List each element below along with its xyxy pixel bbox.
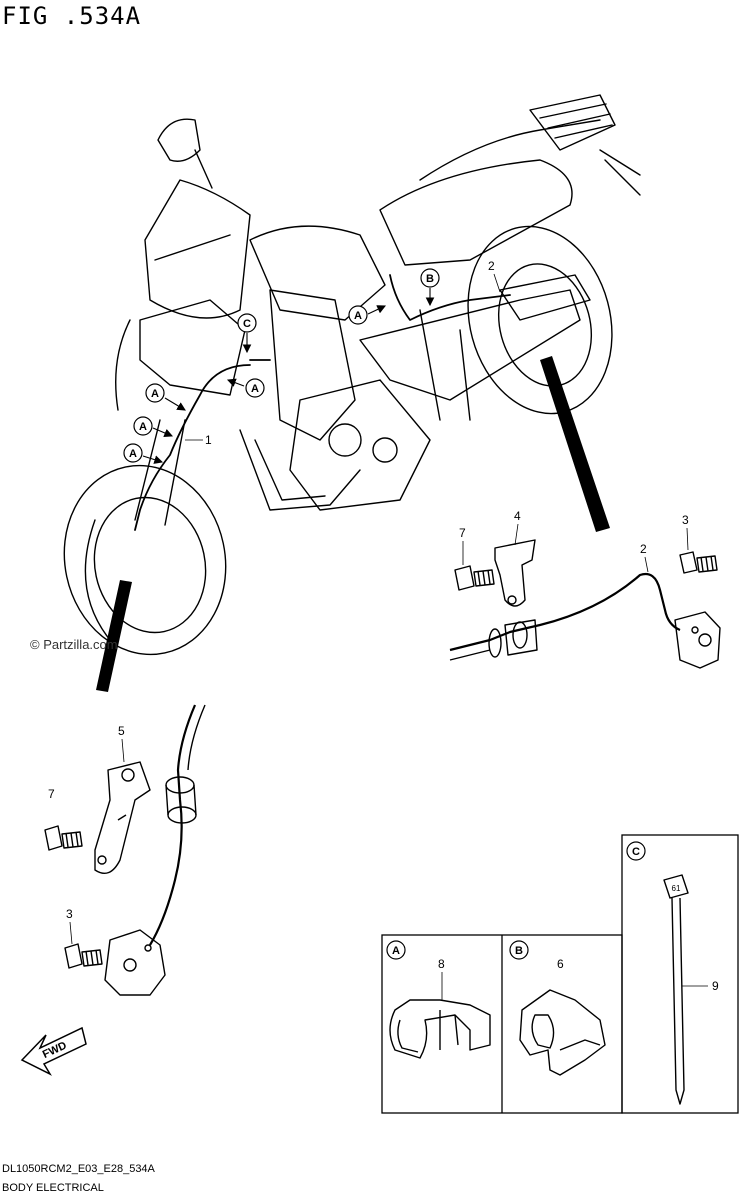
watermark-text: © Partzilla.com bbox=[30, 637, 118, 652]
inset-callouts: A B C bbox=[386, 841, 646, 960]
svg-text:B: B bbox=[515, 945, 523, 957]
inset-callout-c: C bbox=[626, 841, 646, 861]
svg-text:B: B bbox=[426, 273, 434, 285]
part-ref-7-front: 7 bbox=[48, 787, 55, 801]
callout-a-4: A bbox=[133, 416, 153, 436]
callouts-on-bike: A B C A A A A bbox=[123, 268, 440, 463]
svg-text:A: A bbox=[129, 448, 137, 460]
callout-a-3: A bbox=[145, 383, 165, 403]
inset-boxes bbox=[381, 834, 739, 1114]
footer-figure-code: DL1050RCM2_E03_E28_534A bbox=[2, 1163, 155, 1175]
part-ref-2-overview: 2 bbox=[488, 259, 495, 273]
part-ref-5: 5 bbox=[118, 724, 125, 738]
svg-text:A: A bbox=[354, 310, 362, 322]
svg-text:A: A bbox=[139, 421, 147, 433]
rear-sensor-pointer bbox=[540, 356, 610, 532]
part-ref-7-rear: 7 bbox=[459, 526, 466, 540]
callout-b-1: B bbox=[420, 268, 440, 288]
clamp-part-6 bbox=[519, 989, 606, 1076]
svg-text:C: C bbox=[632, 846, 640, 858]
svg-text:61: 61 bbox=[672, 884, 681, 893]
svg-text:C: C bbox=[243, 318, 251, 330]
inset-callout-b: B bbox=[509, 940, 529, 960]
callout-arrows bbox=[142, 288, 435, 464]
inset-callout-a: A bbox=[386, 940, 406, 960]
part-ref-3-rear: 3 bbox=[682, 513, 689, 527]
svg-text:A: A bbox=[251, 383, 259, 395]
front-sensor-detail bbox=[44, 704, 206, 996]
rear-sensor-detail bbox=[449, 539, 721, 669]
callout-a-1: A bbox=[348, 305, 368, 325]
part-ref-3-front: 3 bbox=[66, 907, 73, 921]
footer-section-name: BODY ELECTRICAL bbox=[2, 1182, 104, 1194]
part-ref-9: 9 bbox=[712, 979, 719, 993]
part-ref-8: 8 bbox=[438, 957, 445, 971]
pointer-wedges bbox=[96, 356, 610, 692]
part-ref-1: 1 bbox=[205, 433, 212, 447]
callout-c-1: C bbox=[237, 313, 257, 333]
figure-title: FIG .534A bbox=[2, 2, 142, 30]
motorcycle-illustration bbox=[63, 94, 641, 656]
cable-tie-part-9: 61 bbox=[663, 874, 689, 1105]
clamp-part-8 bbox=[389, 999, 491, 1059]
svg-text:A: A bbox=[392, 945, 400, 957]
part-ref-6: 6 bbox=[557, 957, 564, 971]
part-ref-4: 4 bbox=[514, 509, 521, 523]
fwd-arrow-icon: FWD bbox=[20, 1026, 87, 1076]
callout-a-2: A bbox=[245, 378, 265, 398]
svg-text:A: A bbox=[151, 388, 159, 400]
front-sensor-pointer bbox=[96, 580, 132, 692]
part-ref-2-detail: 2 bbox=[640, 542, 647, 556]
callout-a-5: A bbox=[123, 443, 143, 463]
